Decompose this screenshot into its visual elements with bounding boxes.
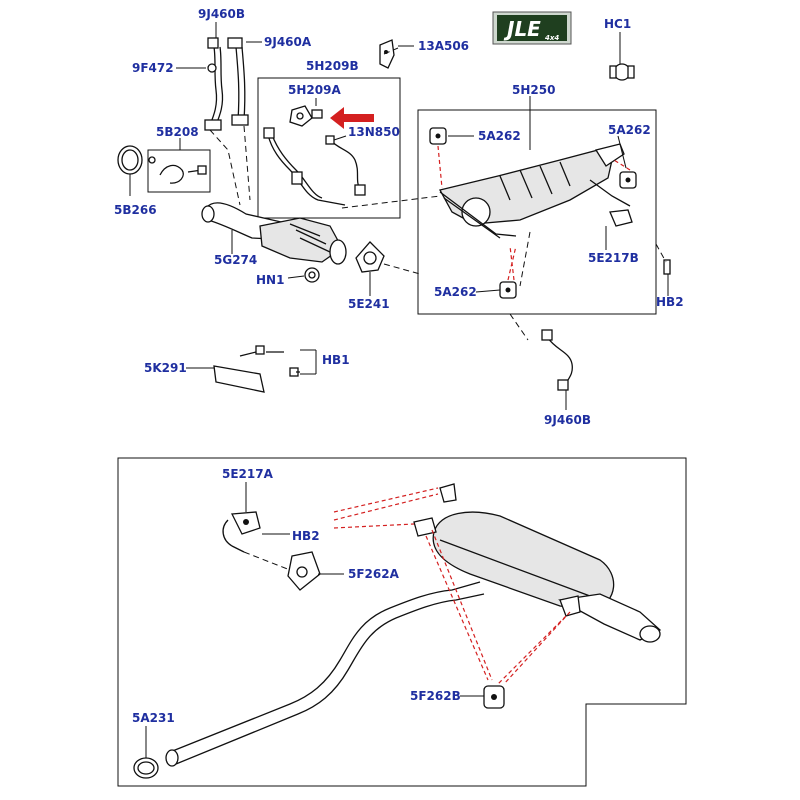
highlight-arrow	[330, 107, 374, 129]
gasket-5b266	[117, 145, 143, 175]
label-5k291: 5K291	[144, 361, 187, 375]
oxygen-sensor-harness-upper	[204, 37, 249, 131]
hanger-silencer-top	[439, 483, 457, 503]
sensor-group-box	[257, 77, 401, 219]
gasket-5e241	[355, 241, 385, 273]
intermediate-assembly-box	[417, 109, 657, 315]
label-hb1: HB1	[322, 353, 350, 367]
label-9j460b-bottom: 9J460B	[544, 413, 591, 427]
label-5f262b: 5F262B	[410, 689, 461, 703]
label-5b266: 5B266	[114, 203, 157, 217]
sensor-wire-13n850	[325, 135, 366, 196]
dashed-connectors-upper	[209, 47, 667, 341]
label-5e217b: 5E217B	[588, 251, 639, 265]
bracket-13a506	[379, 39, 395, 69]
label-hb2-top: HB2	[656, 295, 684, 309]
red-leaders-lower	[333, 487, 571, 685]
jle-logo: JLE 4x4	[492, 11, 572, 45]
label-hb2-bottom: HB2	[292, 529, 320, 543]
clips-5b208	[148, 156, 207, 184]
label-5e241: 5E241	[348, 297, 390, 311]
label-5h209a: 5H209A	[288, 83, 341, 97]
mount-5f262a	[287, 551, 321, 591]
label-hc1: HC1	[604, 17, 631, 31]
bolt-hb2-upper	[663, 259, 671, 275]
label-5e217a: 5E217A	[222, 467, 274, 481]
hanger-5a262-top-left	[429, 127, 447, 145]
label-5h209b: 5H209B	[306, 59, 359, 73]
sensor-wire-5h209a	[263, 127, 346, 206]
label-9j460b-top: 9J460B	[198, 7, 245, 21]
mid-pipe	[165, 581, 485, 767]
oxygen-sensor-9j460b-lower	[541, 329, 573, 391]
label-hn1: HN1	[256, 273, 284, 287]
label-5a262-c: 5A262	[434, 285, 477, 299]
hanger-silencer-left	[413, 517, 437, 537]
mount-5f262b	[483, 685, 505, 709]
clip-group-box	[147, 149, 211, 193]
silencer-rear	[432, 511, 662, 643]
label-5a262-b: 5A262	[608, 123, 651, 137]
catalyst-front	[259, 217, 347, 265]
label-5f262a: 5F262A	[348, 567, 400, 581]
logo-subtext: 4x4	[545, 34, 559, 42]
hanger-5a262-bottom	[499, 281, 517, 299]
leader-lines	[129, 22, 669, 758]
label-13a506: 13A506	[418, 39, 469, 53]
hanger-5a262-right	[619, 171, 637, 189]
logo-text: JLE	[503, 17, 541, 41]
label-9j460a: 9J460A	[264, 35, 312, 49]
label-5h250: 5H250	[512, 83, 555, 97]
heatshield-5k291	[213, 345, 300, 393]
bracket-5e217b	[609, 209, 633, 227]
red-leaders-upper	[437, 145, 631, 281]
clamp-hc1	[609, 63, 635, 81]
label-5a262-a: 5A262	[478, 129, 521, 143]
lower-section-outline	[117, 457, 687, 787]
sensor-5h209a	[289, 105, 323, 127]
hanger-silencer-rear	[559, 595, 581, 617]
nut-hn1	[304, 267, 320, 283]
label-5g274: 5G274	[214, 253, 257, 267]
label-5a231: 5A231	[132, 711, 175, 725]
clamp-5a231	[133, 757, 159, 779]
label-13n850: 13N850	[348, 125, 400, 139]
dashed-connectors-lower	[243, 551, 291, 571]
catalyst-5h250	[439, 143, 631, 239]
bracket-5e217a	[222, 511, 261, 553]
label-9f472: 9F472	[132, 61, 174, 75]
label-5b208: 5B208	[156, 125, 199, 139]
